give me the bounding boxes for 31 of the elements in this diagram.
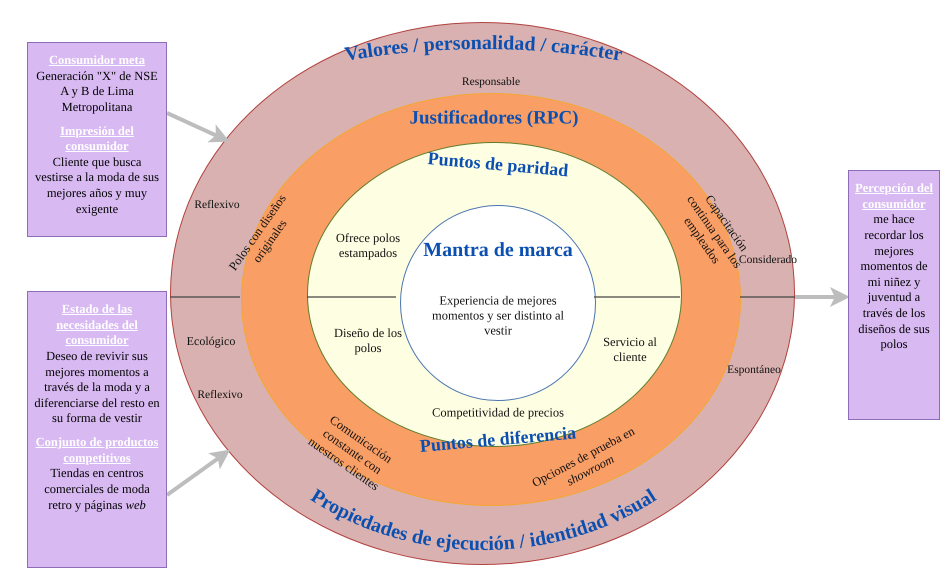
ring-title: Puntos de diferencia <box>418 421 578 457</box>
ring-text: Ofrece polos estampados <box>334 231 402 261</box>
panel-text: me hace recordar los mejores momentos de mi niñez y juventud a través de los diseños de sus polos <box>857 212 931 353</box>
panel-text: Deseo de revivir sus mejores momentos a través de la moda y a diferenciarse del resto en su forma de vestir <box>34 348 160 427</box>
trait-label: Responsable <box>462 76 520 90</box>
trait-label: Espontáneo <box>727 364 781 378</box>
panel-text: Generación "X" de NSE A y B de Lima Metropolitana <box>35 68 159 116</box>
ring-title: Mantra de marca <box>423 238 573 262</box>
trait-label: Reflexivo <box>194 199 240 213</box>
ring-title: Puntos de paridad <box>426 147 570 182</box>
panel-heading: Estado de las necesidades del consumidor <box>55 302 139 349</box>
panel-heading: Conjunto de productos competitivos <box>34 435 160 466</box>
panel-heading: Impresión del consumidor <box>59 124 135 155</box>
info-panel <box>27 42 167 237</box>
info-panel <box>848 170 940 420</box>
ring-text: Competitividad de precios <box>431 406 565 420</box>
ring-text: Servicio al cliente <box>602 335 658 365</box>
ring-title: Justificadores (RPC) <box>408 108 580 130</box>
panel-heading: Consumidor meta <box>48 53 146 69</box>
trait-label: Reflexivo <box>197 389 243 403</box>
panel-text: Tiendas en centros comerciales de moda retro y páginas web <box>43 466 151 514</box>
ring-text: Experiencia de mejores momentos y ser distinto al vestir <box>431 294 565 338</box>
ring-title: Valores / personalidad / carácter <box>343 32 624 66</box>
arrow <box>795 287 850 307</box>
panel-heading: Percepción del consumidor <box>855 181 933 212</box>
arrow <box>166 450 230 497</box>
arrow <box>166 111 230 142</box>
panel-text: Cliente que busca vestirse a la moda de sus mejores años y muy exigente <box>34 154 160 218</box>
ring-text: Diseño de los polos <box>333 326 403 356</box>
trait-label: Ecológico <box>186 334 236 348</box>
info-panel <box>27 291 167 568</box>
